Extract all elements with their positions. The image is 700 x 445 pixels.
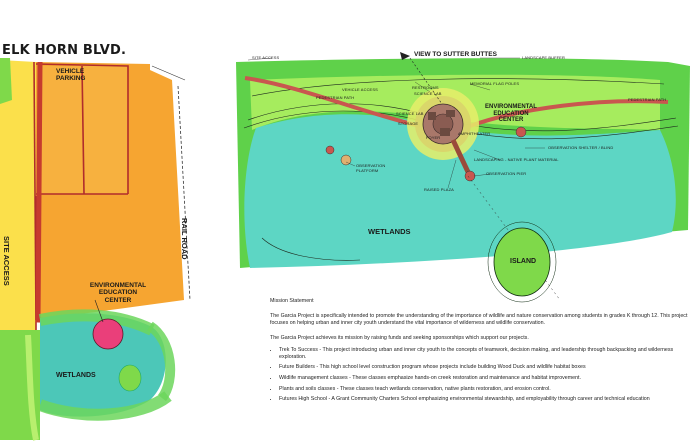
mission-program-list: Trek To Success - This project introduci…: [270, 347, 695, 404]
view-to-label: VIEW TO SUTTER BUTTES: [414, 51, 497, 58]
ped-path-left-label: PEDESTRIAN PATH: [316, 95, 355, 100]
mission-statement: Mission Statement The Garcia Project is …: [270, 298, 695, 407]
left-site-access-label: SITE ACCESS: [2, 236, 11, 286]
left-wetlands: [40, 313, 166, 417]
storage-label: STORAGE: [398, 121, 419, 126]
observation-platform-label: OBSERVATION PLATFORM: [356, 163, 386, 173]
right-wetlands: [244, 114, 676, 268]
green-edge: [0, 58, 12, 104]
ped-path-left: [244, 76, 421, 128]
leader-lines: [247, 57, 545, 189]
right-site-access-label: SITE ACCESS: [252, 55, 280, 60]
list-item: Wildlife management classes - These clas…: [279, 375, 695, 382]
landscape-buffer-label: LANDSCAPE BUFFER: [522, 55, 565, 60]
right-wetlands-label: WETLANDS: [368, 227, 411, 236]
vehicle-parking-label: VEHICLE PARKING: [56, 68, 86, 83]
foyer-label: FOYER: [426, 135, 441, 140]
left-island: [118, 364, 142, 392]
island-label: ISLAND: [510, 258, 537, 265]
mission-paragraph-1: The Garcia Project is specifically inten…: [270, 313, 688, 327]
ped-path-right-label: PEDESTRIAN PATH: [628, 97, 667, 102]
right-site-plan: [236, 52, 690, 303]
memorial-flag-poles-label: MEMORIAL FLAG POLES: [470, 81, 520, 86]
observation-shelter-label: OBSERVATION SHELTER / BLIND: [548, 145, 614, 150]
vehicle-access-label: VEHICLE ACCESS: [342, 87, 378, 92]
yellow-strip: [0, 60, 36, 330]
rail-road-line: [177, 85, 191, 301]
left-wetlands-label: WETLANDS: [56, 372, 96, 379]
list-item: Futures High School - A Grant Community …: [279, 396, 695, 403]
list-item: Plants and soils classes - These classes…: [279, 386, 695, 393]
landscaping-label: LANDSCAPING - NATIVE PLANT MATERIAL: [474, 157, 559, 162]
left-site-plan: [0, 58, 191, 441]
raised-plaza-label: RAISED PLAZA: [424, 187, 454, 192]
amphitheater-label: AMPHITHEATER: [458, 131, 491, 136]
left-education-center: [92, 318, 124, 350]
science-lab-label: SCIENCE LAB: [414, 91, 442, 96]
observation-pier-label: OBSERVATION PIER: [486, 171, 527, 176]
mission-heading: Mission Statement: [270, 298, 314, 304]
observation-pier: [450, 138, 471, 174]
street-label: ELK HORN BLVD.: [2, 43, 127, 58]
observation-platform: [340, 154, 352, 166]
restrooms-label: RESTROOMS: [412, 85, 439, 90]
view-line: [409, 57, 443, 105]
rail-road-label: RAIL ROAD: [180, 218, 189, 260]
list-item: Trek To Success - This project introduci…: [279, 347, 695, 361]
observation-shelter: [515, 126, 527, 138]
left-education-center-label: ENVIRONMENTAL EDUCATION CENTER: [89, 282, 147, 304]
mission-paragraph-2: The Garcia Project achieves its mission …: [270, 335, 529, 342]
ped-path-right: [469, 99, 669, 128]
right-island: [493, 227, 551, 297]
right-education-center-label: ENVIRONMENTAL EDUCATION CENTER: [485, 104, 537, 124]
list-item: Future Builders - This high school level…: [279, 364, 695, 371]
science-lab-left-label: SCIENCE LAB: [396, 111, 424, 116]
